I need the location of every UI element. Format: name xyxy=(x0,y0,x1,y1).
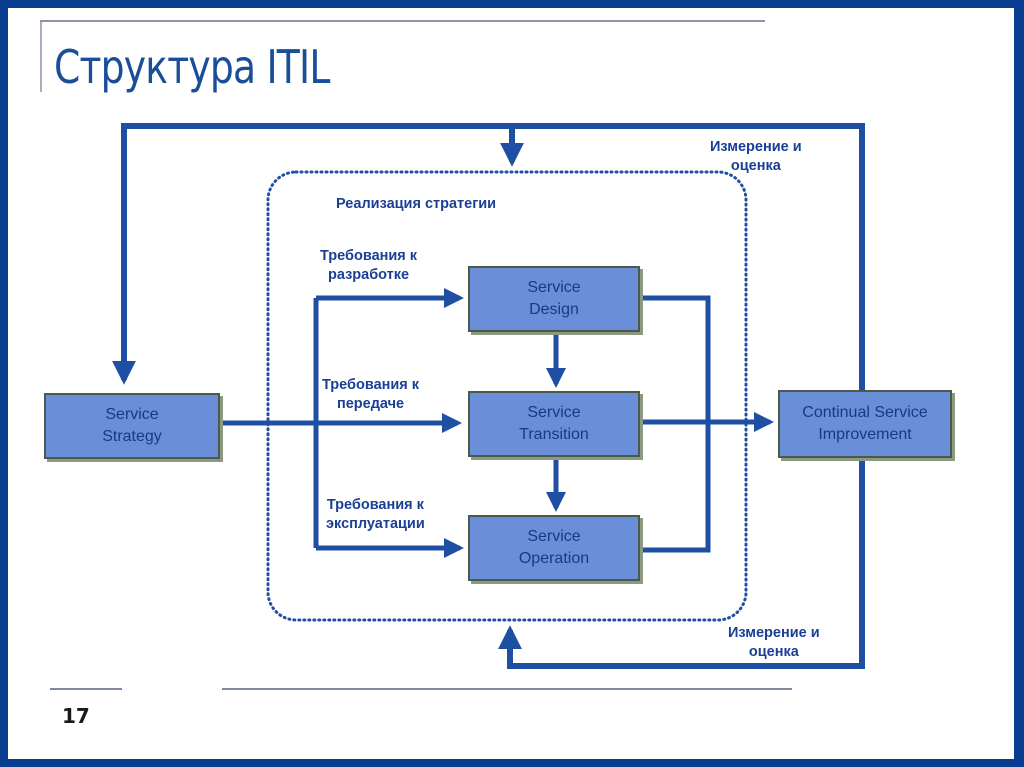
service-operation-box: Service Operation xyxy=(468,515,640,581)
strategy-realization-boundary xyxy=(266,170,748,622)
req-design-label: Требования к разработке xyxy=(320,248,418,283)
measure-bottom-label: Измерение и оценка xyxy=(728,625,820,660)
service-transition-box: Service Transition xyxy=(468,391,640,457)
req-transition-label: Требования к передаче xyxy=(322,377,420,412)
strategy-realization-label: Реализация стратегии xyxy=(336,196,497,212)
feedback-loop-bottom xyxy=(498,458,865,669)
req-operation-label: Требования к эксплуатации xyxy=(326,497,425,532)
page-number: 17 xyxy=(62,704,90,728)
measure-top-label: Измерение и оценка xyxy=(710,139,802,174)
service-strategy-box: Service Strategy xyxy=(44,393,220,459)
feedback-loop-top xyxy=(112,123,865,390)
slide-title: Структура ITIL xyxy=(54,40,330,94)
continual-service-improvement-box: Continual Service Improvement xyxy=(778,390,952,458)
service-design-box: Service Design xyxy=(468,266,640,332)
title-divider xyxy=(40,20,765,22)
footer-divider-main xyxy=(222,688,792,690)
title-side-divider xyxy=(40,22,42,92)
footer-divider-left xyxy=(50,688,122,690)
